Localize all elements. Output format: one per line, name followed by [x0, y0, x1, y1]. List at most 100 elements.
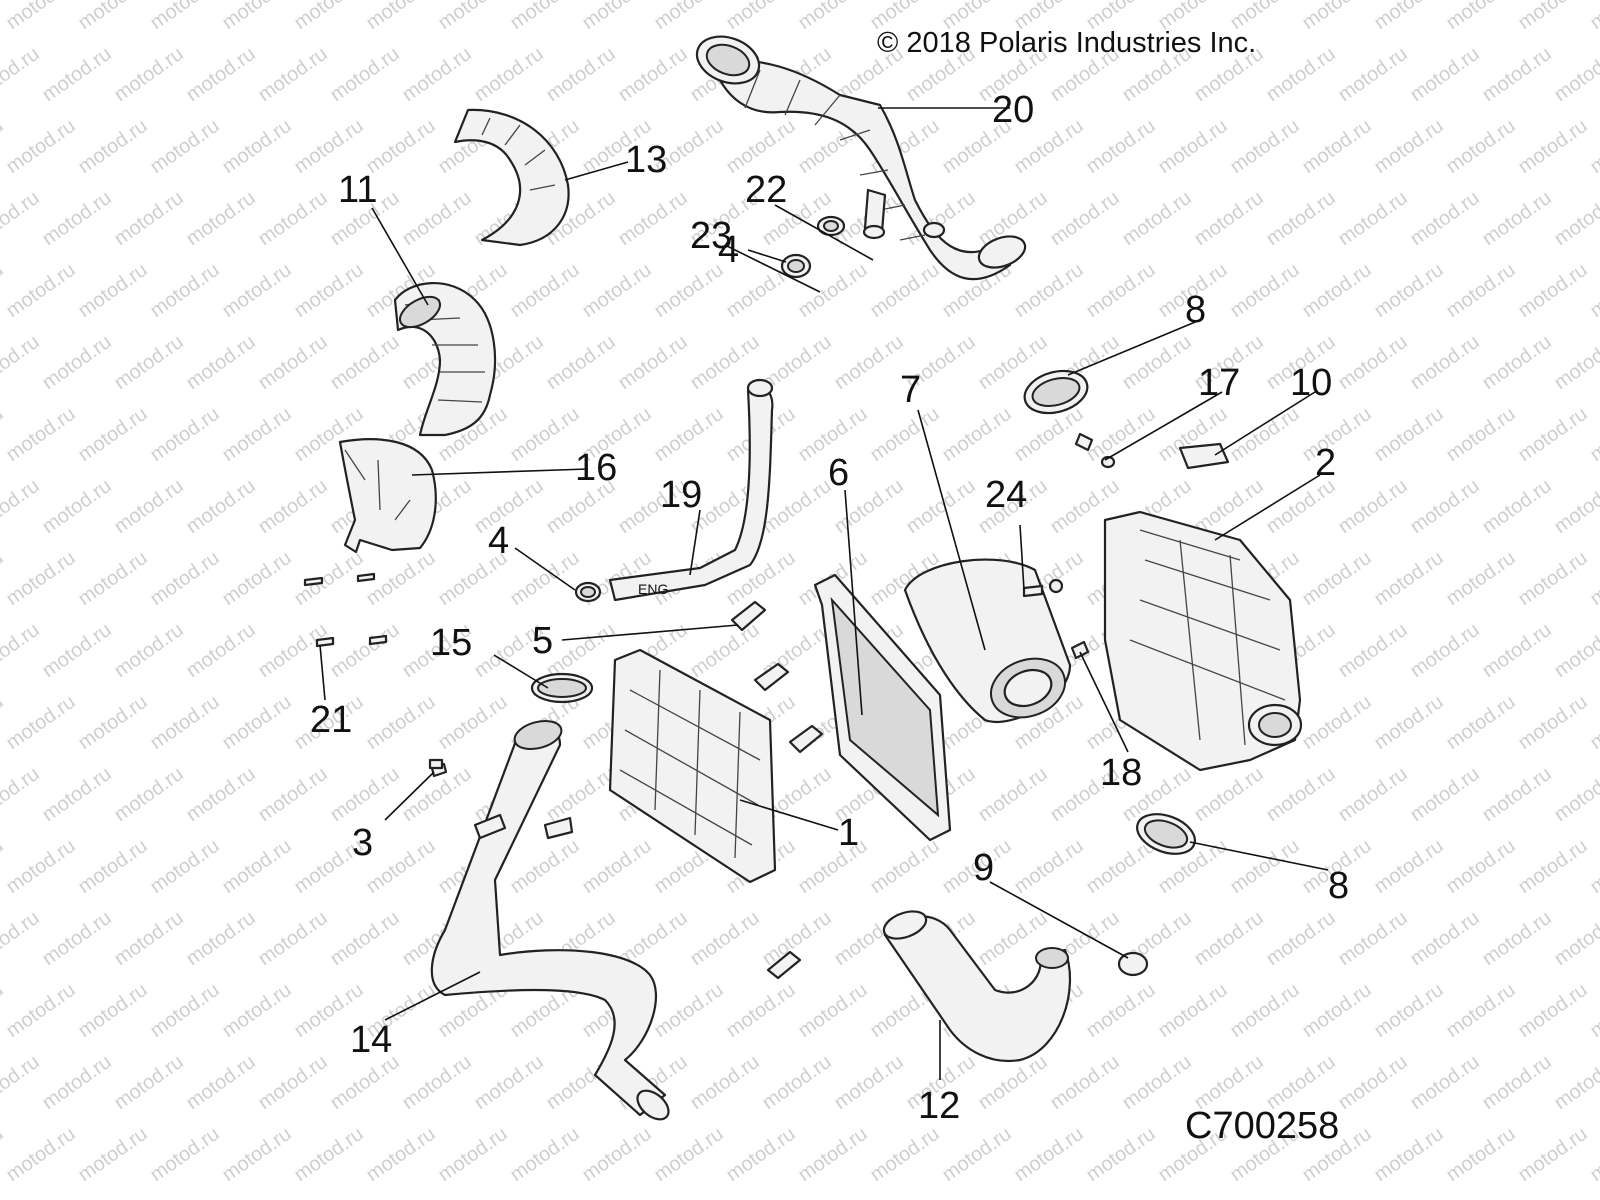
watermark-text: motod.ru [290, 1123, 367, 1186]
watermark-text: motod.ru [146, 259, 223, 322]
callout-14: 14 [350, 1019, 392, 1061]
watermark-text: motod.ru [1334, 331, 1411, 394]
watermark-text: motod.ru [1442, 403, 1519, 466]
watermark-text: motod.ru [38, 475, 115, 538]
watermark-text: motod.ru [1082, 259, 1159, 322]
watermark-text: motod.ru [1406, 1195, 1483, 1200]
watermark-text: motod.ru [506, 835, 583, 898]
callout-8-upper: 8 [1185, 289, 1206, 331]
watermark-text: motod.ru [1478, 475, 1555, 538]
watermark-text: motod.ru [1406, 619, 1483, 682]
watermark-text: motod.ru [1550, 763, 1600, 826]
watermark-text: motod.ru [326, 907, 403, 970]
callout-10: 10 [1290, 362, 1332, 404]
watermark-text: motod.ru [1406, 43, 1483, 106]
hose-marking: ENG [638, 581, 668, 597]
callout-8-lower: 8 [1328, 865, 1349, 907]
watermark-text: motod.ru [0, 1195, 44, 1200]
watermark-text: motod.ru [1154, 979, 1231, 1042]
watermark-text: motod.ru [1334, 475, 1411, 538]
watermark-text: motod.ru [38, 1051, 115, 1114]
watermark-text: motod.ru [1586, 259, 1600, 322]
watermark-text: motod.ru [506, 403, 583, 466]
part-1-airbox-cover [608, 648, 777, 884]
watermark-text: motod.ru [0, 331, 44, 394]
part-13-heat-shield [453, 108, 570, 247]
watermark-text: motod.ru [542, 331, 619, 394]
watermark-text: motod.ru [1298, 547, 1375, 610]
callout-21: 21 [310, 699, 352, 741]
watermark-text: motod.ru [650, 403, 727, 466]
watermark-text: motod.ru [0, 187, 44, 250]
watermark-text: motod.ru [722, 979, 799, 1042]
watermark-text: motod.ru [254, 475, 331, 538]
watermark-text: motod.ru [974, 763, 1051, 826]
watermark-text: motod.ru [1334, 763, 1411, 826]
part-4-clamp-upper [780, 253, 812, 279]
watermark-text: motod.ru [434, 691, 511, 754]
callout-1: 1 [838, 812, 859, 854]
watermark-text: motod.ru [182, 1051, 259, 1114]
watermark-text: motod.ru [290, 547, 367, 610]
callout-4-lower: 4 [488, 520, 509, 562]
watermark-text: motod.ru [110, 187, 187, 250]
callout-9: 9 [973, 847, 994, 889]
watermark-text: motod.ru [1550, 1051, 1600, 1114]
watermark-text: motod.ru [1370, 979, 1447, 1042]
watermark-text: motod.ru [2, 979, 79, 1042]
watermark-text: motod.ru [74, 691, 151, 754]
watermark-text: motod.ru [362, 1123, 439, 1186]
watermark-text: motod.ru [1370, 115, 1447, 178]
watermark-text: motod.ru [1262, 43, 1339, 106]
watermark-text: motod.ru [2, 691, 79, 754]
watermark-text: motod.ru [1370, 0, 1447, 34]
watermark-text: motod.ru [938, 1123, 1015, 1186]
watermark-text: motod.ru [794, 979, 871, 1042]
watermark-text: motod.ru [326, 43, 403, 106]
watermark-text: motod.ru [830, 331, 907, 394]
watermark-text: motod.ru [146, 691, 223, 754]
callout-6: 6 [828, 452, 849, 494]
watermark-text: motod.ru [1406, 763, 1483, 826]
watermark-text: motod.ru [398, 1051, 475, 1114]
watermark-text: motod.ru [434, 0, 511, 34]
watermark-text: motod.ru [146, 115, 223, 178]
watermark-text: motod.ru [1442, 979, 1519, 1042]
part-10-tag [1178, 442, 1230, 470]
watermark-text: motod.ru [1046, 187, 1123, 250]
watermark-text: motod.ru [1442, 691, 1519, 754]
watermark-text: motod.ru [1406, 475, 1483, 538]
watermark-text: motod.ru [1442, 259, 1519, 322]
watermark-text: motod.ru [614, 331, 691, 394]
watermark-text: motod.ru [1226, 979, 1303, 1042]
watermark-text: motod.ru [1406, 187, 1483, 250]
part-15-clamp [530, 672, 594, 704]
watermark-text: motod.ru [362, 835, 439, 898]
watermark-text: motod.ru [1370, 835, 1447, 898]
watermark-text: motod.ru [1478, 619, 1555, 682]
watermark-text: motod.ru [1514, 0, 1591, 34]
watermark-text: motod.ru [1370, 403, 1447, 466]
watermark-text: motod.ru [0, 1123, 8, 1186]
watermark-text: motod.ru [1298, 691, 1375, 754]
part-8-clamp-upper [1023, 369, 1089, 415]
watermark-text: motod.ru [1082, 979, 1159, 1042]
watermark-text: motod.ru [326, 1195, 403, 1200]
part-5-clips [730, 600, 824, 980]
callout-19: 19 [660, 474, 702, 516]
watermark-text: motod.ru [1514, 403, 1591, 466]
watermark-text: motod.ru [110, 475, 187, 538]
watermark-text: motod.ru [1334, 43, 1411, 106]
watermark-text: motod.ru [0, 835, 8, 898]
watermark-text: motod.ru [830, 1051, 907, 1114]
watermark-text: motod.ru [74, 115, 151, 178]
callout-5: 5 [532, 620, 553, 662]
watermark-text: motod.ru [1586, 691, 1600, 754]
watermark-text: motod.ru [1370, 547, 1447, 610]
watermark-text: motod.ru [1190, 763, 1267, 826]
watermark-text: motod.ru [146, 835, 223, 898]
watermark-text: motod.ru [1298, 979, 1375, 1042]
part-11-flex-boot [393, 281, 497, 437]
watermark-text: motod.ru [1334, 1195, 1411, 1200]
